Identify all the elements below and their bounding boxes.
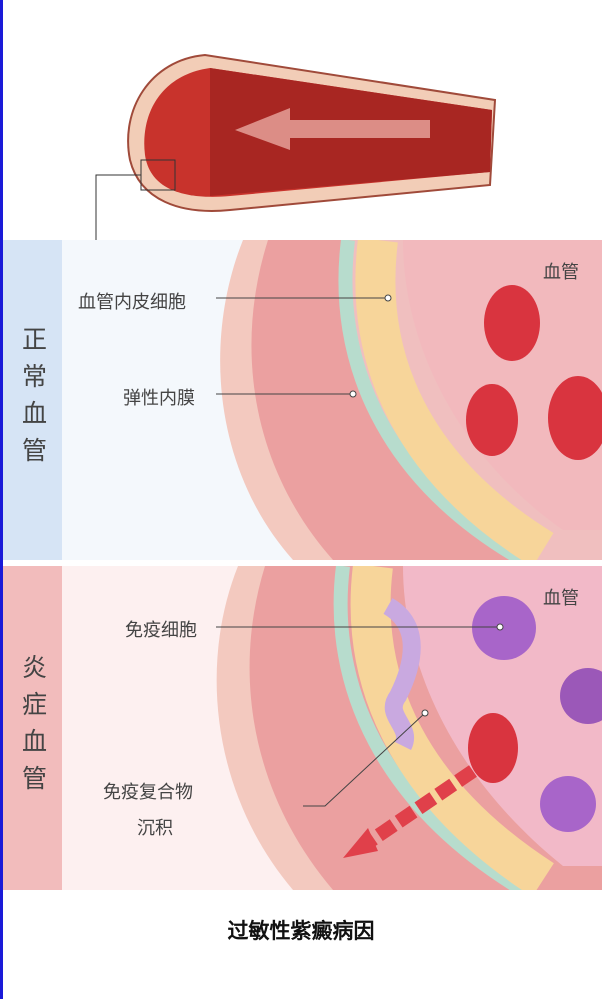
- flow-arrow-icon: [235, 108, 430, 150]
- inflamed-vessel-illustration: [216, 566, 602, 890]
- arrow-icon: [343, 828, 378, 858]
- inflamed-side-label: 炎症血管: [3, 566, 62, 890]
- inflamed-vessel-panel: 炎症血管 免疫细胞 免疫复合物 沉积 血管: [3, 566, 602, 890]
- caption: 过敏性紫癜病因: [227, 919, 375, 943]
- artery-illustration: [95, 53, 497, 240]
- normal-vessel-illustration: [216, 240, 602, 560]
- normal-side-label: 正常血管: [3, 240, 62, 560]
- label-vessel: 血管: [543, 588, 579, 609]
- label-vessel: 血管: [543, 262, 579, 283]
- label-immune-complex: 免疫复合物: [103, 782, 193, 803]
- label-elastic-membrane: 弹性内膜: [123, 388, 195, 409]
- label-immune-cell: 免疫细胞: [125, 620, 197, 641]
- label-deposit: 沉积: [137, 818, 173, 839]
- label-endothelial: 血管内皮细胞: [78, 292, 186, 313]
- left-border: [0, 0, 3, 999]
- normal-vessel-panel: 正常血管 血管内皮细胞 弹性内膜 血管: [3, 240, 602, 560]
